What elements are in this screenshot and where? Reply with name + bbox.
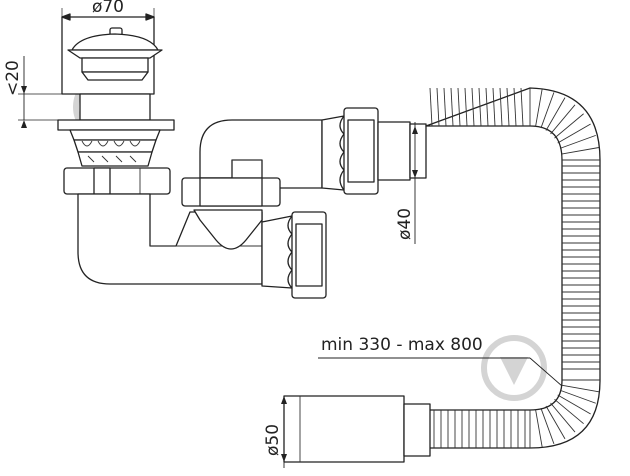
- outlet-pipe: [283, 395, 431, 463]
- dim-cap-height: <20: [3, 56, 80, 128]
- hose-ring: [485, 87, 489, 127]
- dim-hose-diameter: ø40: [395, 122, 418, 244]
- hose-ring: [540, 408, 555, 445]
- hose-ring: [471, 87, 475, 127]
- hose-ring: [478, 87, 482, 127]
- t-funnel: [193, 209, 263, 250]
- hose-ring: [550, 104, 576, 135]
- hose-ring: [464, 87, 468, 127]
- hose-connection-nut: [343, 107, 427, 195]
- hose-ring: [429, 87, 433, 127]
- hose-ring: [557, 123, 591, 144]
- dim-top-diameter: ø70: [61, 0, 155, 21]
- hose-ring: [499, 87, 503, 127]
- hose-ring: [559, 389, 596, 404]
- watermark-bottom: [481, 335, 547, 401]
- hose-ring: [561, 384, 600, 393]
- hose-ring: [559, 134, 596, 149]
- dim-outlet-diameter-label: ø50: [263, 424, 283, 456]
- hose-ring: [550, 402, 576, 433]
- drain-strainer-cap: [61, 16, 163, 121]
- hose-ring: [545, 97, 566, 131]
- drain-flange: [57, 119, 175, 167]
- hose-ring: [554, 398, 584, 425]
- hose-ring: [540, 92, 555, 129]
- dim-hose-diameter-label: ø40: [395, 208, 415, 240]
- hose-length-label: min 330 - max 800: [321, 335, 483, 355]
- hose-ring: [535, 89, 543, 127]
- hose-ring: [450, 87, 454, 127]
- hose-ring: [457, 87, 461, 127]
- hose-ring: [443, 87, 447, 127]
- corrugated-hose: [411, 87, 601, 449]
- hose-ring: [492, 87, 496, 127]
- hose-ring: [535, 409, 543, 448]
- hose-ring: [557, 394, 591, 415]
- drain-nut: [63, 167, 171, 195]
- dim-cap-height-label: <20: [3, 60, 23, 96]
- dim-top-diameter-label: ø70: [92, 0, 124, 17]
- hose-ring: [506, 87, 510, 127]
- hose-length-callout: min 330 - max 800: [318, 335, 563, 387]
- hose-ring: [520, 87, 524, 127]
- hose-ring: [554, 113, 584, 139]
- hose-corrugations: [429, 87, 600, 448]
- centre-nut: [181, 177, 281, 207]
- overflow-elbow-pipe: [199, 115, 345, 191]
- lower-outlet-nut: [261, 211, 327, 299]
- hose-ring: [513, 87, 517, 127]
- hose-ring: [561, 147, 600, 155]
- hose-ring: [545, 405, 566, 440]
- dim-outlet-diameter: ø50: [263, 396, 287, 468]
- hose-ring: [436, 87, 440, 127]
